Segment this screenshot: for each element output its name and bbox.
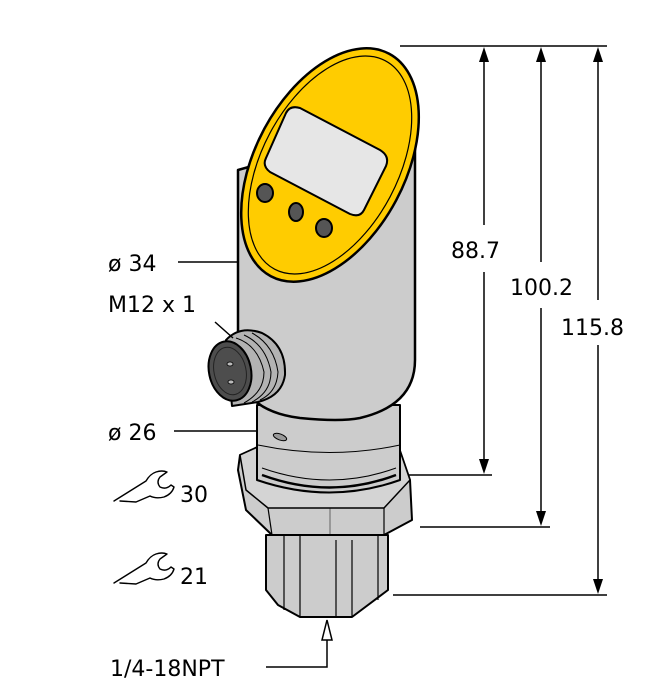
- leader-connector-thread: [214, 321, 234, 339]
- neck-groove: [257, 444, 401, 453]
- dimension-arrow-icon: [321, 619, 333, 641]
- connector-pin: [227, 379, 235, 385]
- dim-88-7-label: 88.7: [451, 239, 500, 264]
- m12-connector: [207, 329, 287, 407]
- dimension-lines: [393, 45, 607, 596]
- dim-115-8-label: 115.8: [561, 316, 624, 341]
- display-buttons: [256, 183, 333, 238]
- wrench-icon: [113, 470, 175, 503]
- button-right: [315, 218, 333, 238]
- dimension-arrow-icon: [593, 47, 603, 62]
- dim-100-2-label: 100.2: [510, 276, 573, 301]
- neck-diameter-label: ø 26: [108, 421, 156, 446]
- dimension-arrow-icon: [479, 47, 489, 62]
- button-center: [288, 202, 304, 222]
- hex-nut-small: [265, 534, 389, 618]
- dimension-arrow-icon: [479, 459, 489, 474]
- connector-thread-label: M12 x 1: [108, 293, 196, 318]
- sensor-body: [207, 47, 421, 618]
- wrench-large-size-label: 30: [180, 483, 208, 508]
- connector-pin: [226, 361, 234, 367]
- housing-diameter-label: ø 34: [108, 252, 156, 277]
- wrench-small-size-label: 21: [180, 565, 208, 590]
- neck: [256, 404, 401, 494]
- leader-lines: [174, 261, 328, 668]
- hex-nut-edge: [267, 507, 273, 536]
- display-window: [263, 106, 389, 217]
- connector-face-inner: [213, 346, 247, 396]
- dimension-arrow-icon: [593, 579, 603, 594]
- process-connection-label: 1/4-18NPT: [110, 657, 225, 682]
- neck-ring: [261, 473, 397, 489]
- dimension-arrows: [479, 47, 603, 594]
- leader-process-connection: [266, 640, 328, 668]
- dimension-arrow-icon: [536, 511, 546, 526]
- neck-ring: [261, 467, 397, 481]
- button-left: [256, 183, 274, 203]
- wrench-icon: [113, 552, 175, 585]
- dimension-arrow-icon: [536, 47, 546, 62]
- neck-vent-hole: [272, 432, 288, 442]
